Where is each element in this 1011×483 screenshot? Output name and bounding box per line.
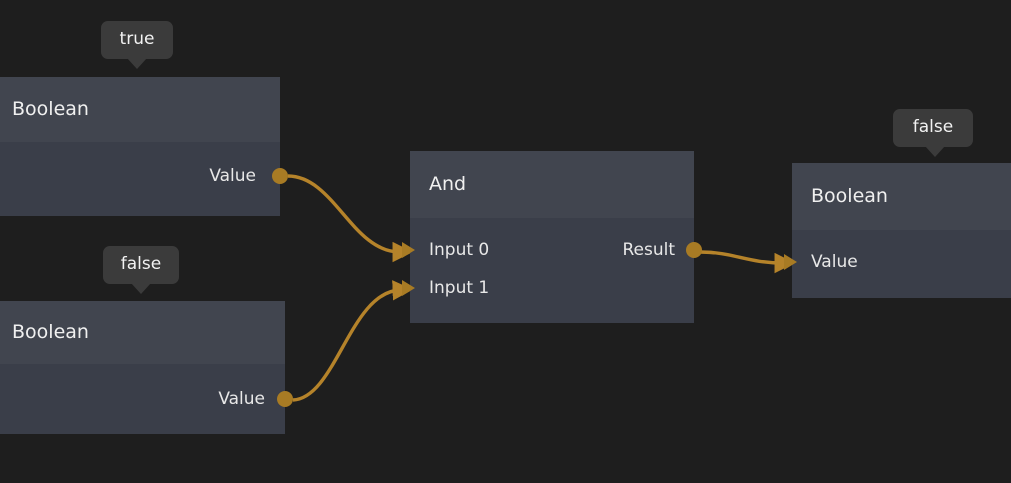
edge-result-to-right-value[interactable]: [699, 250, 795, 274]
output-port-handle[interactable]: [272, 168, 288, 184]
tooltip-pointer: [127, 57, 147, 69]
tooltip-boolean-bottom-left: false: [103, 246, 179, 294]
edge-bottom-left-to-input1[interactable]: [292, 280, 413, 402]
input-port-handle[interactable]: [784, 254, 797, 270]
node-boolean-bottom-left[interactable]: Boolean Value: [0, 301, 293, 434]
output-port-handle[interactable]: [277, 391, 293, 407]
node-title: Boolean: [811, 185, 888, 207]
port-label-value: Value: [811, 252, 858, 272]
node-body: Value: [784, 230, 1011, 298]
port-row-value[interactable]: Value: [784, 243, 992, 281]
edge-top-left-to-input0[interactable]: [287, 174, 413, 263]
node-boolean-right[interactable]: Boolean Value: [784, 163, 1011, 298]
tooltip-text: false: [120, 254, 162, 274]
input-port-handle[interactable]: [402, 242, 415, 258]
node-header[interactable]: Boolean: [0, 77, 280, 142]
node-and[interactable]: And Input 0 Result Input 1: [402, 151, 702, 323]
node-header[interactable]: Boolean: [0, 301, 285, 364]
port-label-input-0: Input 0: [429, 240, 490, 260]
port-label-value: Value: [218, 389, 265, 409]
port-label-input-1: Input 1: [429, 278, 490, 298]
tooltip-boolean-right: false: [893, 109, 973, 157]
node-body: Value: [0, 364, 293, 434]
node-header[interactable]: Boolean: [792, 163, 1011, 230]
port-row-value[interactable]: Value: [12, 157, 288, 195]
node-title: And: [429, 173, 467, 195]
port-label-value: Value: [209, 166, 256, 186]
tooltip-boolean-top-left: true: [101, 21, 173, 69]
node-body: Input 0 Result Input 1: [402, 218, 702, 323]
tooltip-pointer: [131, 282, 151, 294]
node-boolean-top-left[interactable]: Boolean Value: [0, 77, 288, 216]
tooltip-text: true: [119, 29, 155, 49]
node-title: Boolean: [12, 98, 89, 120]
output-port-handle[interactable]: [686, 242, 702, 258]
input-port-handle[interactable]: [402, 280, 415, 296]
tooltip-pointer: [925, 145, 945, 157]
port-label-result: Result: [622, 240, 675, 260]
port-row-input-1[interactable]: Input 1: [402, 269, 675, 307]
port-row-value[interactable]: Value: [12, 380, 293, 418]
node-header[interactable]: And: [410, 151, 694, 218]
port-row-input-0[interactable]: Input 0 Result: [402, 231, 702, 269]
node-body: Value: [0, 142, 288, 216]
tooltip-text: false: [912, 117, 954, 137]
node-title: Boolean: [12, 321, 89, 343]
